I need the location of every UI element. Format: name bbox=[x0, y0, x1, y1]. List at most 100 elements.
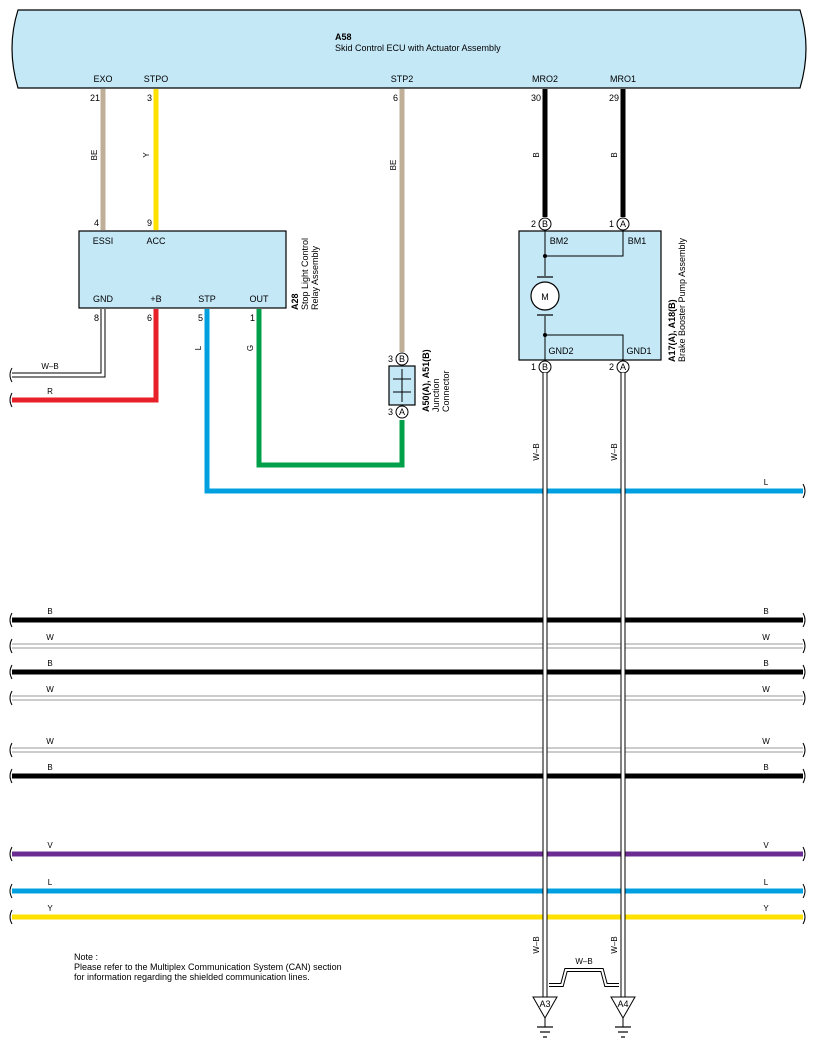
relay-bottom-pin-num-stp: 5 bbox=[198, 313, 203, 323]
relay-id: A28 bbox=[290, 293, 300, 310]
ecu-name: Skid Control ECU with Actuator Assembly bbox=[335, 43, 501, 53]
note-title: Note : bbox=[74, 952, 98, 962]
bus-label-right-4: W bbox=[762, 685, 770, 694]
bus-label-right-8: L bbox=[764, 878, 769, 887]
motor-label: M bbox=[541, 292, 549, 302]
wire-label-l-bus: L bbox=[764, 478, 769, 487]
bus-label-right-2: W bbox=[762, 633, 770, 642]
wire-label-stp2: BE bbox=[389, 160, 398, 171]
bus-label-left-1: B bbox=[47, 607, 52, 616]
ecu-pin-label-stpo: STPO bbox=[144, 74, 169, 84]
bus-label-left-4: W bbox=[46, 685, 54, 694]
pump-gnd1-conn: A bbox=[620, 362, 626, 372]
bus-label-left-7: V bbox=[47, 841, 53, 850]
wire-relay-out-green bbox=[256, 309, 405, 468]
bus-label-right-1: B bbox=[763, 607, 768, 616]
pump-pin-label-gnd1: GND1 bbox=[626, 346, 651, 356]
ecu-pin-num-mro2: 30 bbox=[531, 93, 541, 103]
relay-bottom-pin-num-gnd: 8 bbox=[94, 313, 99, 323]
pump-bm1-num: 1 bbox=[609, 219, 614, 229]
relay-pin-label-out: OUT bbox=[250, 294, 270, 304]
wire-relay-stp-blue bbox=[204, 309, 803, 494]
pump-bm1-conn: A bbox=[620, 219, 626, 229]
bus-label-right-6: B bbox=[763, 763, 768, 772]
ecu-pin-label-mro2: MRO2 bbox=[532, 74, 558, 84]
wire-label-gnd2-lower: W–B bbox=[532, 936, 541, 953]
pump-bm2-num: 2 bbox=[531, 219, 536, 229]
ecu-pin-num-exo: 21 bbox=[90, 93, 100, 103]
relay-bottom-pin-num-out: 1 bbox=[250, 313, 255, 323]
pump-pin-label-bm2: BM2 bbox=[550, 236, 569, 246]
bus-label-left-3: B bbox=[47, 659, 52, 668]
ecu-box bbox=[11, 9, 807, 89]
bus-label-left-2: W bbox=[46, 633, 54, 642]
note-line-2: for information regarding the shielded c… bbox=[74, 972, 310, 982]
note-line-1: Please refer to the Multiplex Communicat… bbox=[74, 962, 342, 972]
pump-pin-label-bm1: BM1 bbox=[628, 236, 647, 246]
pump-assembly: B 2 A 1 BM2 BM1 GND2 GND1 M B 1 A 2 A17(… bbox=[518, 217, 687, 374]
wire-label-relay-stp: L bbox=[194, 345, 203, 350]
ecu-pin-label-stp2: STP2 bbox=[391, 74, 414, 84]
ground-a4-label: A4 bbox=[617, 999, 628, 1009]
ground-a3-label: A3 bbox=[539, 999, 550, 1009]
ecu-pin-num-mro1: 29 bbox=[609, 93, 619, 103]
relay-bottom-pin-num-b: 6 bbox=[147, 313, 152, 323]
wire-label-gnd2-upper: W–B bbox=[532, 443, 541, 460]
pump-bm2-connector bbox=[538, 217, 552, 231]
junction-bottom-connector bbox=[395, 405, 409, 419]
ecu-pin-label-exo: EXO bbox=[93, 74, 112, 84]
relay-wires: W–B R L L G bbox=[12, 309, 803, 494]
ecu-pin-num-stpo: 3 bbox=[147, 93, 152, 103]
junction-top-connector bbox=[395, 352, 409, 366]
junction-top-num: 3 bbox=[388, 354, 393, 364]
junction-top-conn: B bbox=[399, 354, 405, 364]
wire-relay-b-red bbox=[12, 309, 159, 403]
pump-pin-label-gnd2: GND2 bbox=[548, 346, 573, 356]
junction-bottom-conn: A bbox=[399, 407, 405, 417]
pump-gnd2-num: 1 bbox=[531, 362, 536, 372]
junction-id: A50(A), A51(B) bbox=[421, 349, 431, 412]
ground-wires: W–B W–B W–B W–B W–B A3 A4 bbox=[532, 373, 636, 1038]
note: Note : Please refer to the Multiplex Com… bbox=[74, 952, 342, 982]
pump-bm2-conn: B bbox=[542, 219, 548, 229]
ground-a4: A4 bbox=[610, 996, 636, 1038]
relay-a28: 4 9 ESSI ACC GND +B STP OUT 8 6 5 1 A28 … bbox=[78, 218, 320, 323]
relay-name-1: Stop Light Control bbox=[300, 238, 310, 310]
junction-name-1: Junction bbox=[431, 378, 441, 412]
wire-label-mro1: B bbox=[610, 152, 619, 157]
bus-label-right-3: B bbox=[763, 659, 768, 668]
pump-name: Brake Booster Pump Assembly bbox=[677, 237, 687, 362]
wire-label-relay-gnd: W–B bbox=[41, 362, 58, 371]
relay-name-2: Relay Assembly bbox=[310, 245, 320, 310]
ecu-wires: BE Y BE B B bbox=[90, 89, 626, 352]
wire-label-stpo: Y bbox=[142, 152, 151, 158]
wire-relay-gnd-wb bbox=[12, 309, 105, 377]
ecu-pin-num-stp2: 6 bbox=[393, 93, 398, 103]
relay-pin-label-essi: ESSI bbox=[93, 236, 114, 246]
motor-symbol bbox=[530, 281, 560, 311]
bus-label-left-8: L bbox=[48, 878, 53, 887]
ecu-a58: A58 Skid Control ECU with Actuator Assem… bbox=[11, 9, 807, 103]
bus-label-right-5: W bbox=[762, 737, 770, 746]
ground-a3: A3 bbox=[532, 996, 558, 1038]
relay-pin-label-acc: ACC bbox=[146, 236, 166, 246]
pump-gnd2-conn: B bbox=[542, 362, 548, 372]
wire-shield-wb bbox=[549, 969, 619, 986]
wire-label-mro2: B bbox=[532, 152, 541, 157]
pump-id: A17(A), A18(B) bbox=[667, 299, 677, 362]
bus-label-left-6: B bbox=[47, 763, 52, 772]
bus-label-left-9: Y bbox=[47, 904, 53, 913]
relay-top-pin-num-essi: 4 bbox=[94, 218, 99, 228]
wire-label-relay-b: R bbox=[47, 387, 53, 396]
ecu-pin-label-mro1: MRO1 bbox=[610, 74, 636, 84]
